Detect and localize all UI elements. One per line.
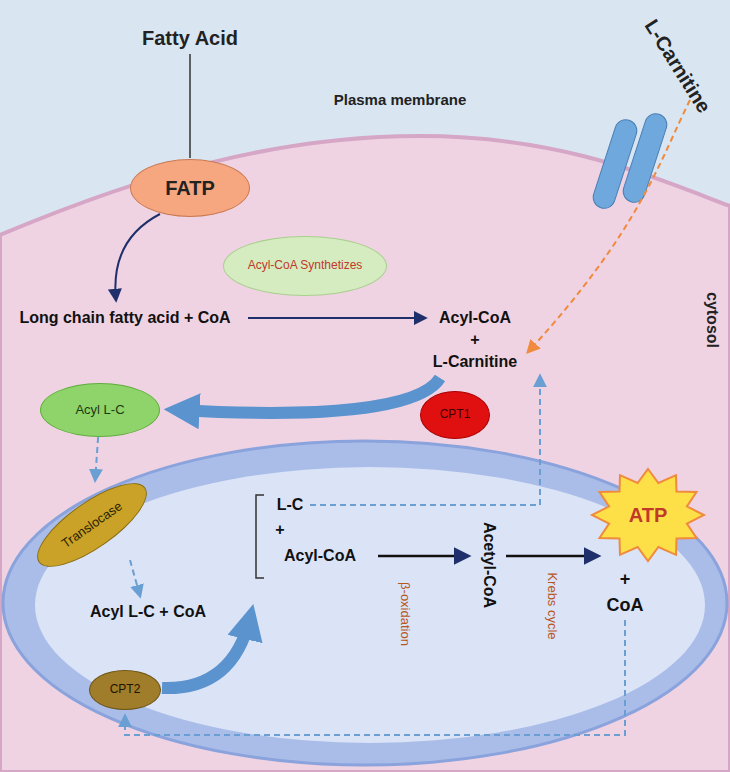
plus-sign: + — [275, 521, 284, 539]
reaction-label: Long chain fatty acid + CoA — [19, 309, 230, 327]
reaction-label: Acyl L-C + CoA — [90, 603, 206, 621]
process-label: Krebs cycle — [545, 572, 559, 639]
bracket — [256, 495, 264, 578]
process-label: β-oxidation — [398, 582, 412, 646]
transporter-ellipse: FATP — [130, 159, 250, 217]
synthetase-arrow — [248, 317, 425, 319]
cpt1-curved-arrow — [178, 378, 440, 413]
plasma-membrane — [0, 136, 730, 772]
enzyme-ellipse: CPT2 — [89, 670, 161, 710]
translocase-entry-arrow — [130, 560, 140, 596]
carnitine-transporter — [590, 111, 669, 211]
enzyme-ellipse: Acyl-CoA Synthetizes — [223, 236, 387, 296]
node-text: Acyl-CoA Synthetizes — [248, 259, 363, 273]
metabolite-ellipse: Acyl L-C — [40, 383, 160, 437]
node-text: FATP — [165, 177, 215, 200]
enzyme-ellipse: CPT1 — [420, 391, 490, 439]
molecule-label: Fatty Acid — [142, 27, 238, 49]
fatty-acid-stem — [189, 54, 191, 158]
plus-sign: + — [470, 331, 479, 349]
molecule-label: Acyl-CoA — [284, 547, 356, 565]
molecule-label: Acyl-CoA — [439, 309, 511, 327]
krebs-arrow — [506, 555, 598, 558]
cpt2-curved-arrow — [162, 618, 250, 688]
molecule-label: Acetyl-CoA — [480, 522, 498, 608]
node-text: CPT2 — [110, 683, 141, 697]
atp-star: ATP — [592, 469, 704, 561]
molecule-label: CoA — [607, 596, 644, 616]
node-text: Acyl L-C — [75, 403, 124, 418]
membrane-label: Plasma membrane — [334, 92, 467, 109]
carnitine-uptake-arrow — [528, 100, 690, 352]
carnitine-return-arrow — [310, 376, 540, 505]
compartment-label: cytosol — [703, 292, 721, 348]
node-text: CPT1 — [440, 408, 471, 422]
mitochondrion-outer — [3, 441, 727, 765]
transport-connector — [95, 437, 98, 480]
molecule-label: L-C — [277, 496, 304, 514]
molecule-label: L-Carnitine — [433, 353, 517, 371]
activation-arrow — [115, 214, 160, 300]
plus-sign: + — [620, 570, 631, 590]
node-text: ATP — [629, 504, 668, 527]
beta-oxidation-arrow — [378, 555, 468, 558]
